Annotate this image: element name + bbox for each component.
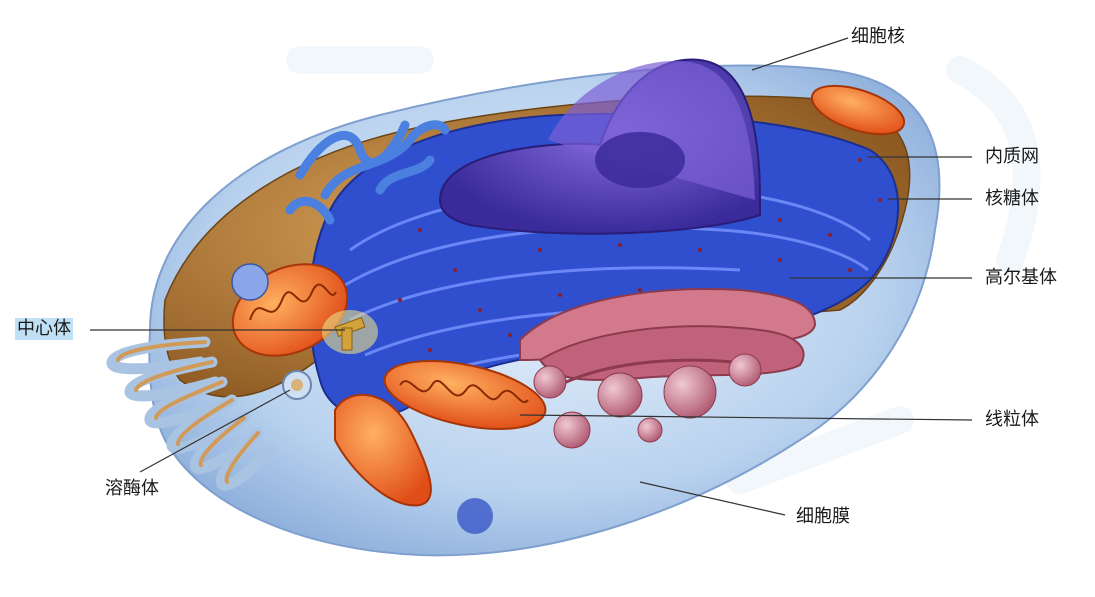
nucleolus-shape (595, 132, 685, 188)
label-mitochondria: 线粒体 (985, 409, 1039, 430)
label-lysosome: 溶酶体 (105, 478, 159, 499)
centrosome-shape (322, 310, 378, 354)
leader-nucleus (751, 37, 849, 71)
label-er: 内质网 (985, 146, 1039, 167)
lysosome-core (291, 379, 303, 391)
label-nucleus: 细胞核 (851, 26, 905, 47)
vesicle-shape-2 (457, 498, 493, 534)
leader-lines (90, 37, 973, 516)
label-centrosome: 中心体 (15, 318, 73, 340)
golgi-vesicles (533, 353, 762, 449)
leader-membrane (639, 481, 786, 516)
mitochondrion-2 (383, 360, 547, 430)
mitochondrion-4 (810, 84, 906, 136)
leader-mitochondria (519, 414, 973, 421)
nucleus-dome (548, 60, 755, 200)
microvilli-core (116, 340, 260, 484)
mitochondrion-3 (334, 393, 432, 507)
label-membrane: 细胞膜 (796, 506, 850, 527)
label-ribosome: 核糖体 (985, 188, 1039, 209)
vesicle-shape (231, 263, 269, 301)
background-watermark (286, 46, 1041, 494)
leader-lysosome (139, 389, 291, 473)
tubular-network (285, 120, 450, 225)
label-golgi: 高尔基体 (985, 267, 1057, 288)
